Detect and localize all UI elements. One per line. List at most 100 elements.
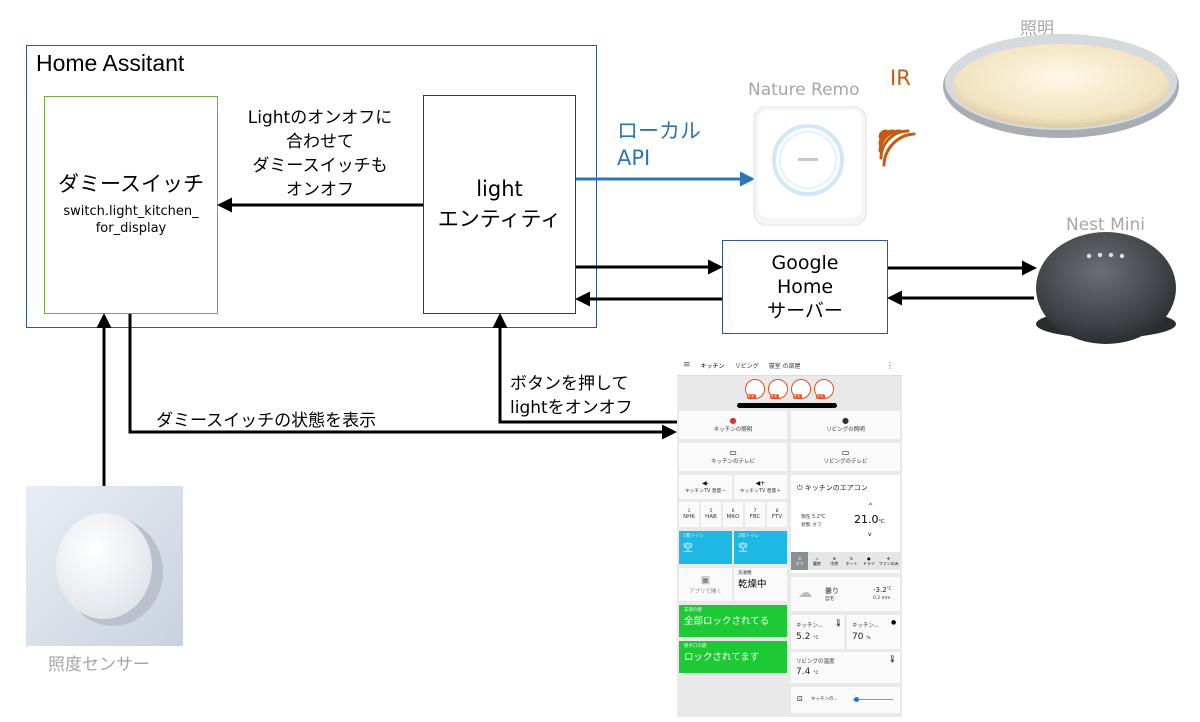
volume-down-button[interactable]: ◀- キッチンTV 音量ー <box>679 475 732 499</box>
cast-card[interactable]: ⊡ キッチンの... <box>791 687 900 713</box>
living-tv-button[interactable]: ▭ リビングのテレビ <box>791 443 900 471</box>
temp-down-icon[interactable]: v <box>868 531 872 538</box>
channel-number: 5 <box>709 509 713 514</box>
living-temp-card[interactable]: リビングの温度 🌡︎ 7.4 °C <box>791 652 900 683</box>
mode-off[interactable]: ⏻オフ <box>791 552 809 570</box>
volume-slider[interactable] <box>853 699 893 700</box>
local-api-line1: ローカル <box>617 119 701 143</box>
weather-place: 自宅 <box>825 597 834 602</box>
sync-label-line3: ダミースイッチも <box>252 156 388 176</box>
mode-auto[interactable]: ↻オート <box>842 552 861 570</box>
google-home-box: Google Home サーバー <box>722 240 888 334</box>
avatar[interactable]: 在宅 <box>813 379 834 399</box>
power-icon: ⏻ <box>797 484 803 492</box>
kitchen-temp-number: 5.2 <box>796 632 811 642</box>
channel-number: 7 <box>753 509 757 514</box>
kitchen-humidity-unit: % <box>866 636 871 641</box>
living-light-label: リビングの照明 <box>826 427 865 433</box>
washer-card[interactable]: 洗濯機 乾燥中 <box>734 568 787 601</box>
channel-button[interactable]: 6 MRO <box>723 502 743 527</box>
toilet-1-card[interactable]: 1階トイレ 空 <box>679 531 732 564</box>
arrow-phone-to-light <box>492 313 677 424</box>
washer-label: 洗濯機 <box>738 571 752 576</box>
kitchen-temp-unit: °C <box>813 636 819 641</box>
back-door-lock-label: 勝手口の鍵 <box>684 644 707 649</box>
app-open-card[interactable]: ▣ アプリで開く <box>679 568 732 601</box>
front-door-lock-label: 玄関の鍵 <box>684 608 702 613</box>
toilet-1-label: 1階トイレ <box>683 534 704 539</box>
channel-button[interactable]: 1 NHK <box>679 502 699 527</box>
bulb-off-icon: ● <box>842 416 849 425</box>
ir-label: IR <box>890 66 911 90</box>
dummy-switch-name: ダミースイッチ <box>58 172 204 196</box>
temp-up-icon[interactable]: ^ <box>868 503 874 510</box>
home-assistant-frame <box>26 45 597 328</box>
aircon-target-value: 21.0 <box>854 513 879 526</box>
channel-name: FTV <box>771 514 783 520</box>
avatar-status: 在宅 <box>746 394 756 399</box>
back-door-lock-card[interactable]: 勝手口の鍵 ロックされてます <box>679 641 787 673</box>
kitchen-tv-button[interactable]: ▭ キッチンのテレビ <box>679 443 787 471</box>
volume-up-icon: ◀+ <box>755 480 766 487</box>
weather-rain: 0.2 mm <box>873 596 891 601</box>
avatar[interactable]: 在宅 <box>767 379 788 399</box>
channel-button[interactable]: 5 HAB <box>701 502 721 527</box>
tab-kitchen[interactable]: キッチン <box>700 362 725 370</box>
kitchen-temp-value: 5.2 °C <box>796 632 819 642</box>
channel-number: 1 <box>687 509 691 514</box>
mode-fan[interactable]: ✣ファンのみ <box>877 552 900 570</box>
mode-dry[interactable]: ●ドライ <box>860 552 878 570</box>
kitchen-humidity-card[interactable]: キッチン... ● 70 % <box>847 615 900 649</box>
avatar-status: 在宅 <box>815 394 825 399</box>
volume-down-label: キッチンTV 音量ー <box>684 489 727 494</box>
weather-temp: -3.2°C <box>873 586 891 594</box>
washer-app-icon: ▣ <box>700 574 711 586</box>
front-door-lock-card[interactable]: 玄関の鍵 全部ロックされてる <box>679 605 787 637</box>
volume-slider-handle[interactable] <box>854 697 859 702</box>
toilet-2-value: 空 <box>738 543 748 554</box>
channel-name: MRO <box>726 514 740 520</box>
channel-name: HAB <box>705 514 717 520</box>
home-assistant-title: Home Assitant <box>36 50 185 76</box>
kitchen-humidity-label: キッチン... <box>852 623 880 629</box>
living-temp-label: リビングの温度 <box>796 659 835 665</box>
google-home-line3: サーバー <box>767 300 843 322</box>
kitchen-light-button[interactable]: ● キッチンの照明 <box>679 411 787 439</box>
auto-icon: ↻ <box>849 555 854 561</box>
kitchen-humidity-number: 70 <box>852 632 864 642</box>
volume-up-button[interactable]: ◀+ キッチンTV 音量＋ <box>734 475 787 499</box>
living-tv-label: リビングのテレビ <box>823 459 868 465</box>
living-light-button[interactable]: ● リビングの照明 <box>791 411 900 439</box>
cast-icon: ⊡ <box>797 695 803 703</box>
mode-off-label: オフ <box>795 560 804 566</box>
dummy-switch-box: ダミースイッチ switch.light_kitchen_ for_displa… <box>44 96 218 314</box>
menu-icon[interactable]: ≡ <box>683 360 691 370</box>
kitchen-temp-card[interactable]: キッチン... 🌡︎ 5.2 °C <box>791 615 844 649</box>
aircon-card[interactable]: ⏻ キッチンのエアコン 現在 5.2°C 状態 オフ ^ 21.0°C v ⏻オ… <box>791 475 900 573</box>
tab-bedroom[interactable]: 寝室 <box>768 362 781 370</box>
mode-cool[interactable]: ❄冷房 <box>825 552 843 570</box>
back-door-lock-value: ロックされてます <box>684 652 760 663</box>
channel-button[interactable]: 8 FTV <box>767 502 787 527</box>
ceiling-light-label: 照明 <box>1020 19 1054 39</box>
weather-temp-unit: °C <box>886 586 892 591</box>
living-temp-unit: °C <box>813 671 819 676</box>
avatar[interactable]: 在宅 <box>744 379 765 399</box>
bulb-on-icon: ● <box>729 416 737 425</box>
tab-room[interactable]: の部屋 <box>782 362 801 370</box>
more-vert-icon[interactable]: ⋮ <box>886 360 894 370</box>
weather-card[interactable]: ☁ 曇り 自宅 -3.2°C 0.2 mm <box>791 577 900 611</box>
volume-up-label: キッチンTV 音量＋ <box>739 489 782 494</box>
avatar[interactable]: 在宅 <box>790 379 811 399</box>
nature-remo-label: Nature Remo <box>748 80 860 100</box>
mode-heat[interactable]: ♨暖房 <box>808 552 826 570</box>
toilet-2-card[interactable]: 2階トイレ 空 <box>734 531 787 564</box>
sync-label-line1: Lightのオンオフに <box>247 108 393 128</box>
tab-living[interactable]: リビング <box>734 362 759 370</box>
nature-remo-device <box>753 106 867 226</box>
channel-button[interactable]: 7 FBC <box>745 502 765 527</box>
mode-auto-label: オート <box>845 560 858 566</box>
avatar-redaction-bar <box>737 403 837 408</box>
kitchen-humidity-value: 70 % <box>852 632 871 642</box>
button-label-line1: ボタンを押して <box>510 374 629 394</box>
